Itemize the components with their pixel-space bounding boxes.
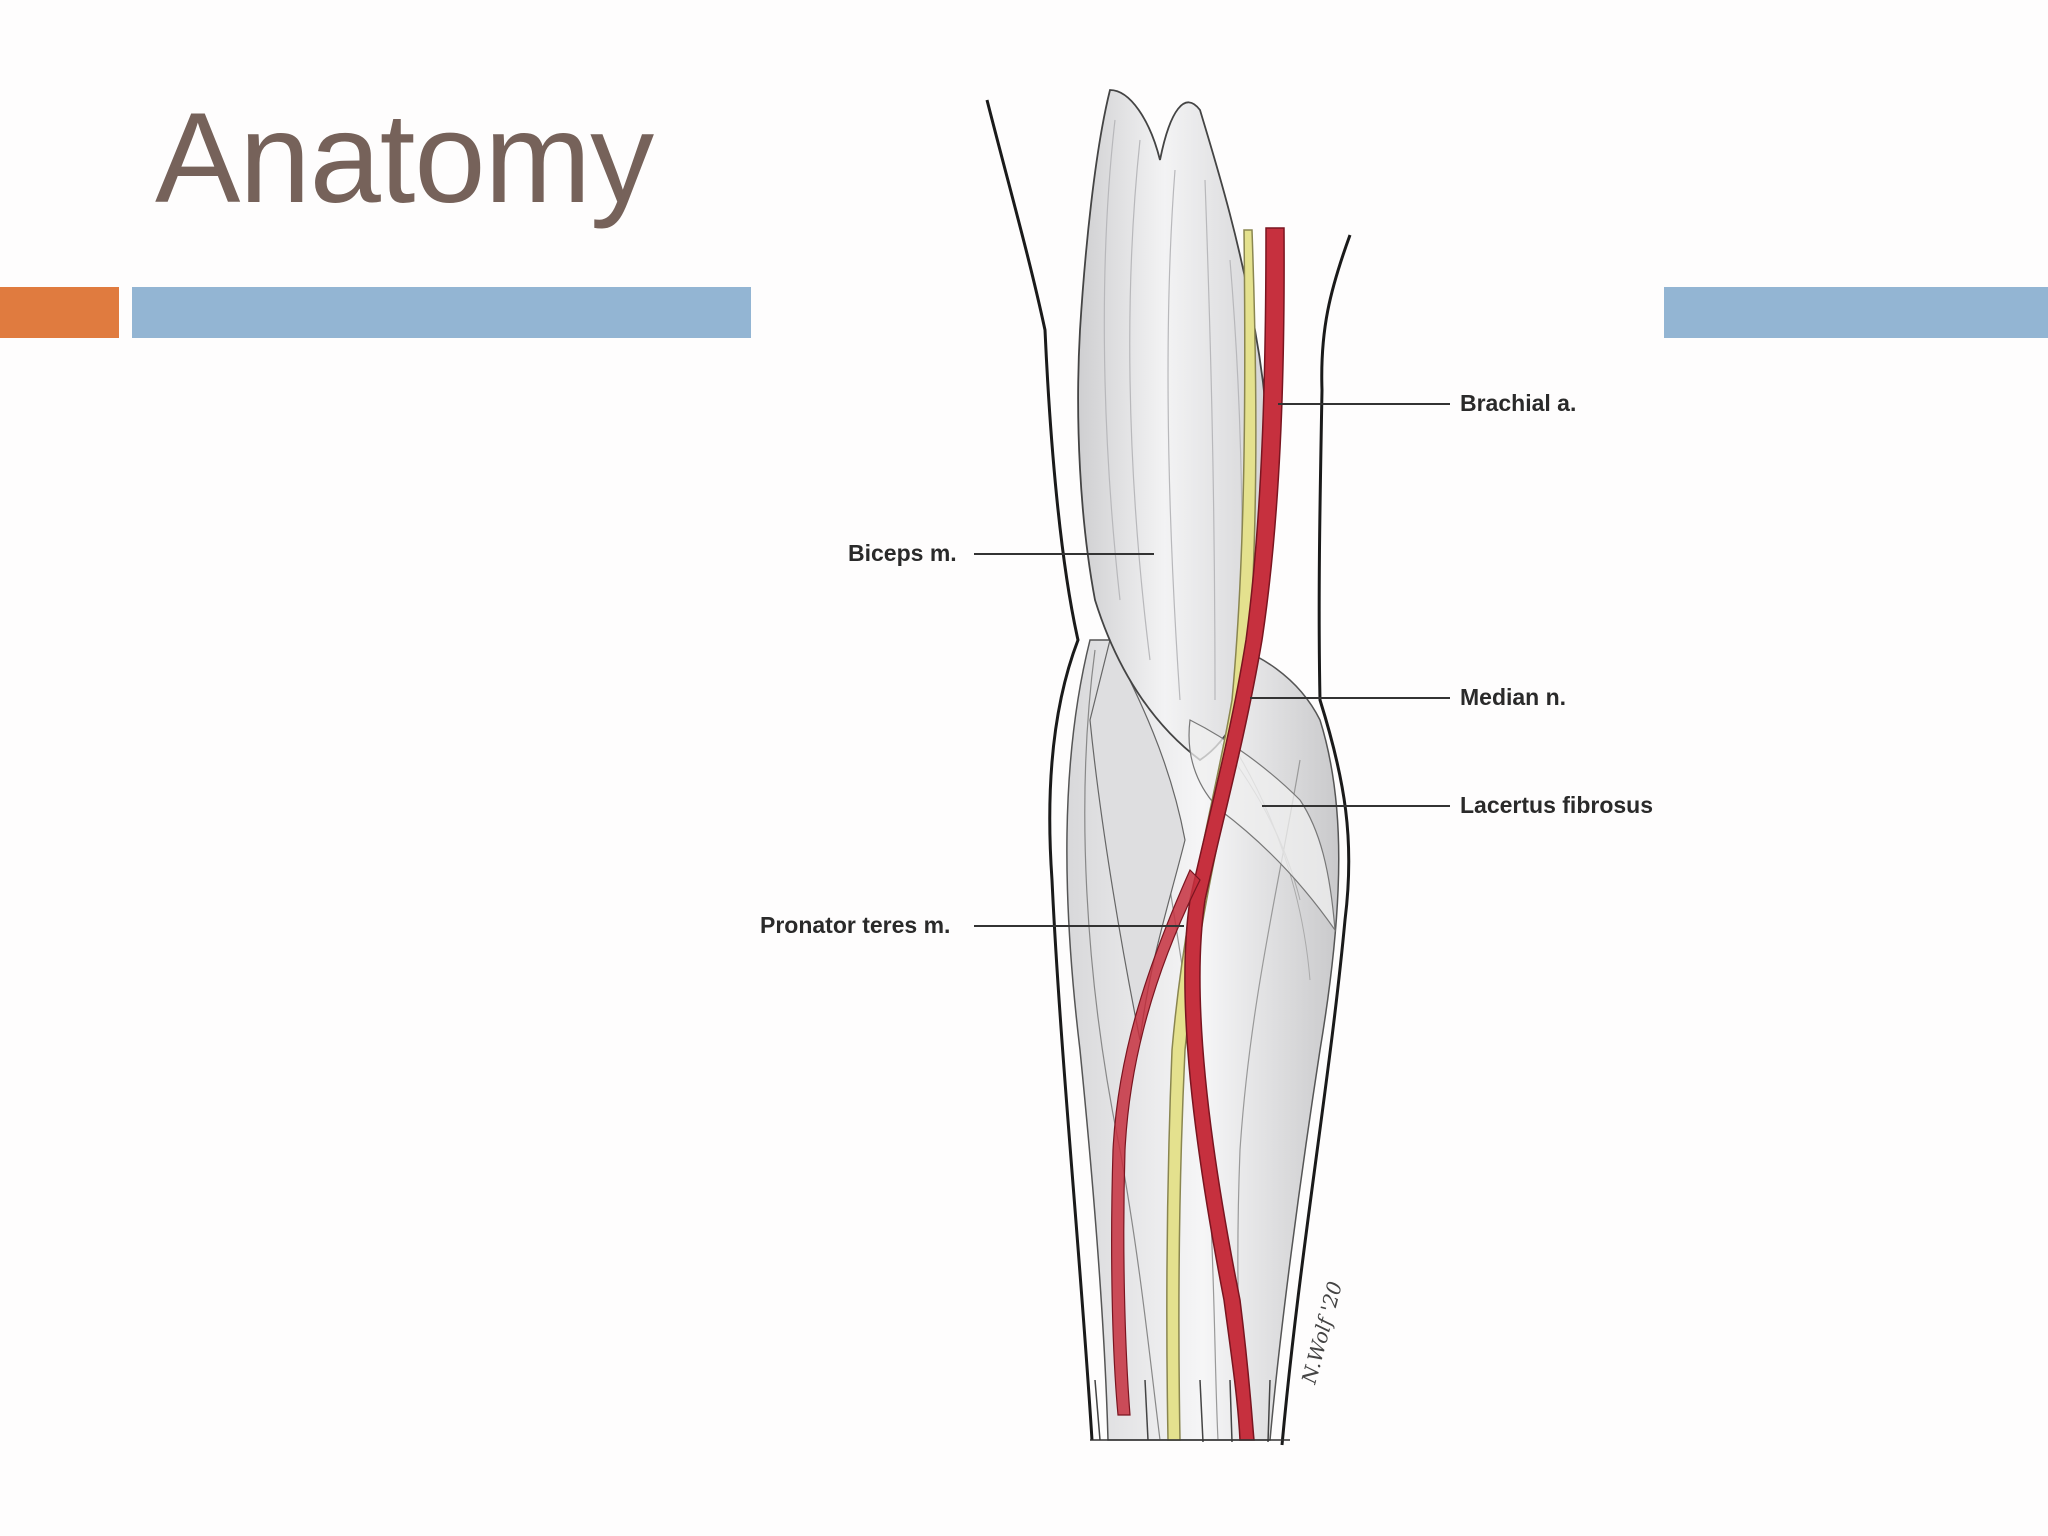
label-median-nerve: Median n. bbox=[1460, 684, 1567, 710]
accent-bar-blue-left bbox=[132, 287, 751, 338]
label-lacertus-fibrosus: Lacertus fibrosus bbox=[1460, 792, 1653, 818]
radial-artery bbox=[1111, 868, 1201, 1416]
slide-title: Anatomy bbox=[155, 87, 654, 230]
arm-outline-right bbox=[1280, 234, 1352, 1446]
label-pronator-teres: Pronator teres m. bbox=[760, 912, 951, 938]
artist-signature: N.Wolf '20 bbox=[1296, 1278, 1347, 1387]
leader-biceps bbox=[974, 553, 1154, 555]
leader-pronator-teres bbox=[974, 925, 1184, 927]
leader-brachial-artery bbox=[1278, 403, 1450, 405]
accent-bar-blue-right bbox=[1664, 287, 2048, 338]
label-biceps: Biceps m. bbox=[848, 540, 957, 566]
label-brachial-artery: Brachial a. bbox=[1460, 390, 1577, 416]
leader-lacertus-fibrosus bbox=[1262, 805, 1450, 807]
accent-bar-orange bbox=[0, 287, 119, 338]
leader-median-nerve bbox=[1250, 697, 1450, 699]
arm-outline-left bbox=[985, 99, 1094, 1441]
